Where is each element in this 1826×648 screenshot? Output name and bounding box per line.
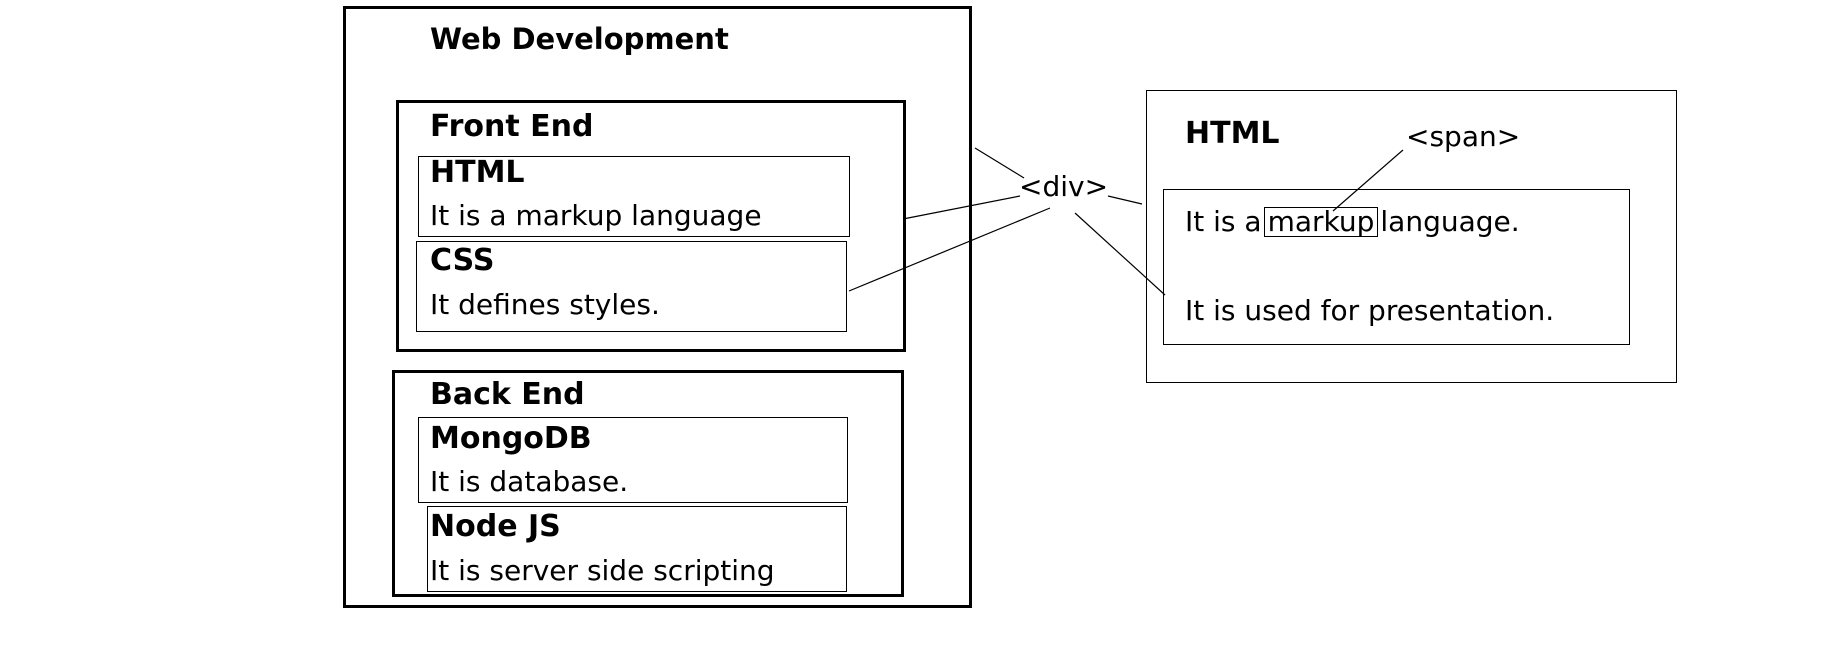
mongodb-item-title: MongoDB [430,421,592,456]
back-end-heading: Back End [430,377,585,412]
div-line-to-html-item [902,195,1021,220]
line-1-before: It is a [1185,205,1262,238]
front-end-box [396,100,906,352]
html-item-title: HTML [430,155,525,190]
css-item-box [416,241,847,332]
div-line-to-css-item [848,207,1051,292]
nodejs-item-desc: It is server side scripting [430,554,775,587]
nodejs-item-title: Node JS [430,509,561,544]
line-1-after: language. [1380,205,1520,238]
div-line-to-web-dev [974,147,1025,179]
front-end-heading: Front End [430,109,594,144]
css-item-title: CSS [430,243,495,278]
mongodb-item-desc: It is database. [430,465,629,498]
html-item-box [418,156,850,237]
html-panel-outer [1146,90,1677,383]
html-panel-title: HTML [1185,116,1280,151]
div-line-to-presentation-line [1074,212,1166,296]
mongodb-item-box [418,417,848,503]
span-line-to-markup [1332,149,1404,212]
css-item-desc: It defines styles. [430,288,660,321]
nodejs-item-box [427,506,847,592]
html-panel-line-2: It is used for presentation. [1185,294,1555,327]
div-line-to-html-panel [1107,195,1143,205]
div-label: <div> [1019,170,1109,203]
html-item-desc: It is a markup language [430,199,762,232]
html-panel-inner [1163,189,1630,345]
back-end-box [392,370,904,597]
span-label: <span> [1406,120,1521,153]
web-development-title: Web Development [430,22,729,56]
markup-span-box: markup [1263,207,1379,237]
web-development-box [343,6,972,608]
